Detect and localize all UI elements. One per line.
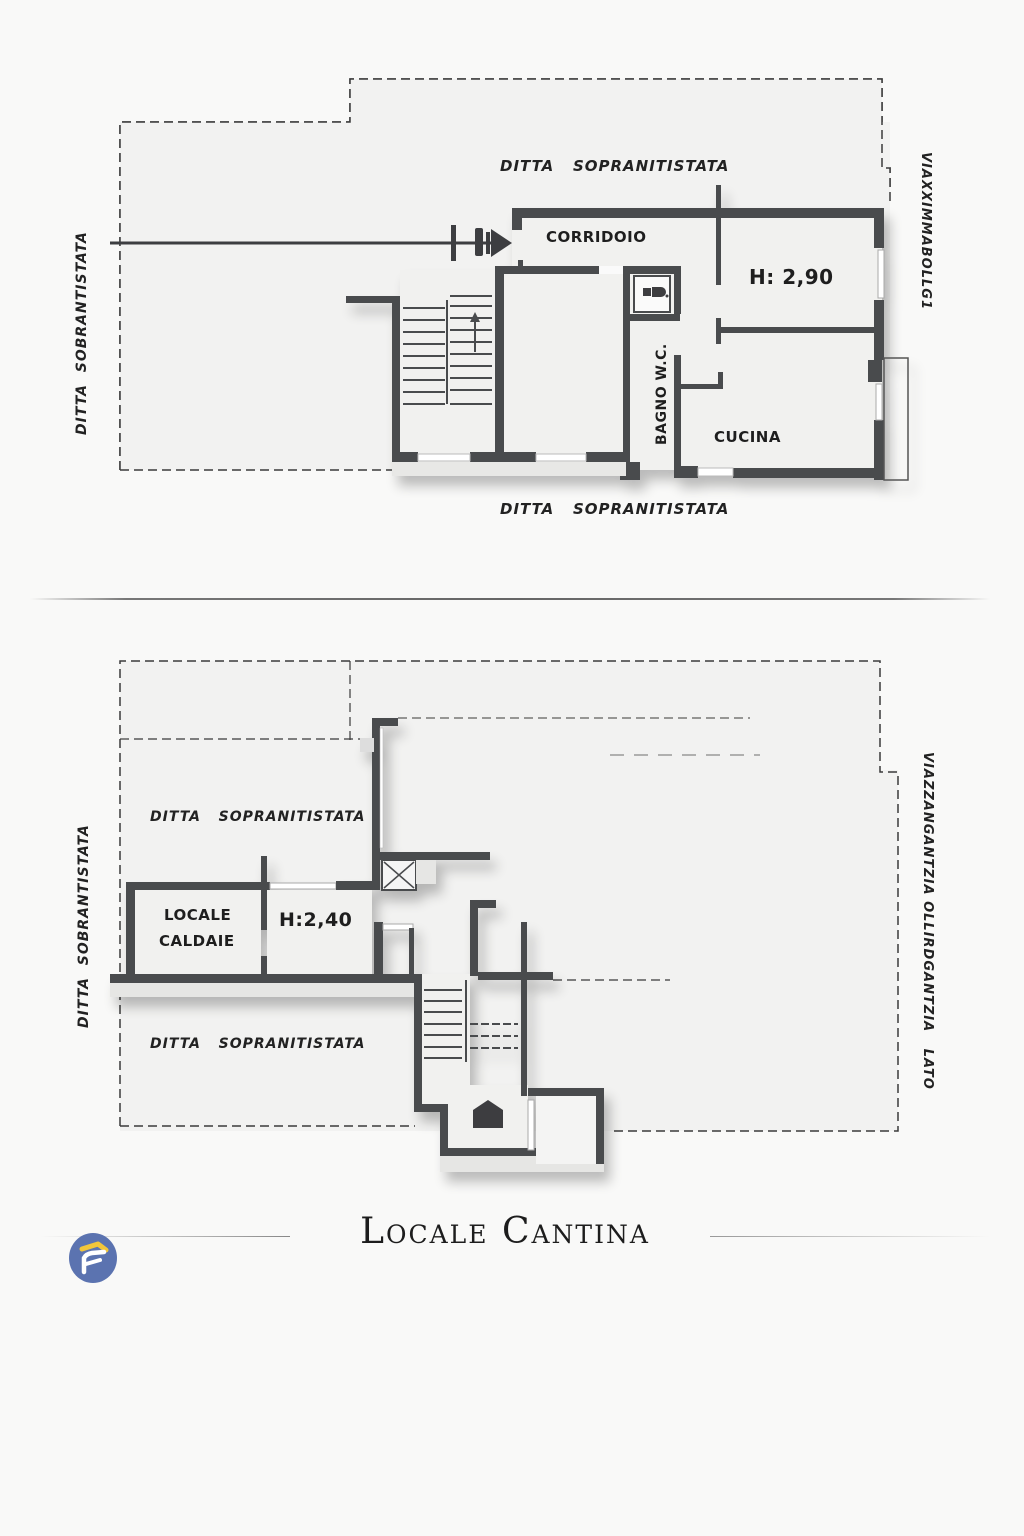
lower-floor-plan: DITTA SOPRANITISTATA DITTA SOPRANITISTAT… [0,620,1024,1210]
room-boiler-line2: CALDAIE [159,932,235,950]
label-right: VIAXXIMMABOLLG1 [918,152,933,310]
footer-rule-right [710,1236,990,1237]
label-left: DITTA SOBRANTISTATA [74,231,90,435]
room-kitchen: CUCINA [714,428,781,446]
staircase-icon [403,295,492,405]
label-left: DITTA SOBRANTISTATA [76,824,92,1028]
room-bathroom: BAGNO W.C. [654,343,670,445]
footer: Locale Cantina [0,1205,1024,1283]
upper-floor-plan: DITTA SOPRANITISTATA DITTA SOPRANITISTAT… [0,0,1024,590]
cellar-walls [110,718,604,1172]
room-height: H: 2,90 [749,265,834,289]
label-bottom: DITTA SOPRANITISTATA [500,500,729,518]
staircase-icon [424,980,518,1062]
label-upper-left: DITTA SOPRANITISTATA [150,809,366,825]
footer-rule-left [40,1236,290,1237]
toilet-icon [643,287,669,298]
section-divider [30,598,990,600]
label-right: VIAZZANGANTZIA OLLIRDGANTZIA LATO [920,752,935,1090]
room-height: H:2,40 [279,909,352,931]
plan-title: Locale Cantina [360,1211,650,1252]
label-lower-left: DITTA SOPRANITISTATA [150,1036,366,1052]
property-boundary [119,660,899,1132]
shaft-cross-icon [383,861,415,889]
upper-plan-drawing: DITTA SOPRANITISTATA DITTA SOPRANITISTAT… [74,78,933,518]
label-top: DITTA SOPRANITISTATA [500,157,729,175]
lower-plan-drawing: DITTA SOPRANITISTATA DITTA SOPRANITISTAT… [76,660,935,1172]
room-boiler-line1: LOCALE [164,906,231,924]
apartment-walls [346,185,909,481]
room-corridor: CORRIDOIO [546,228,646,246]
entrance-arrow-icon [491,229,512,257]
house-icon [473,1100,503,1128]
f-logo-icon [68,1232,118,1284]
